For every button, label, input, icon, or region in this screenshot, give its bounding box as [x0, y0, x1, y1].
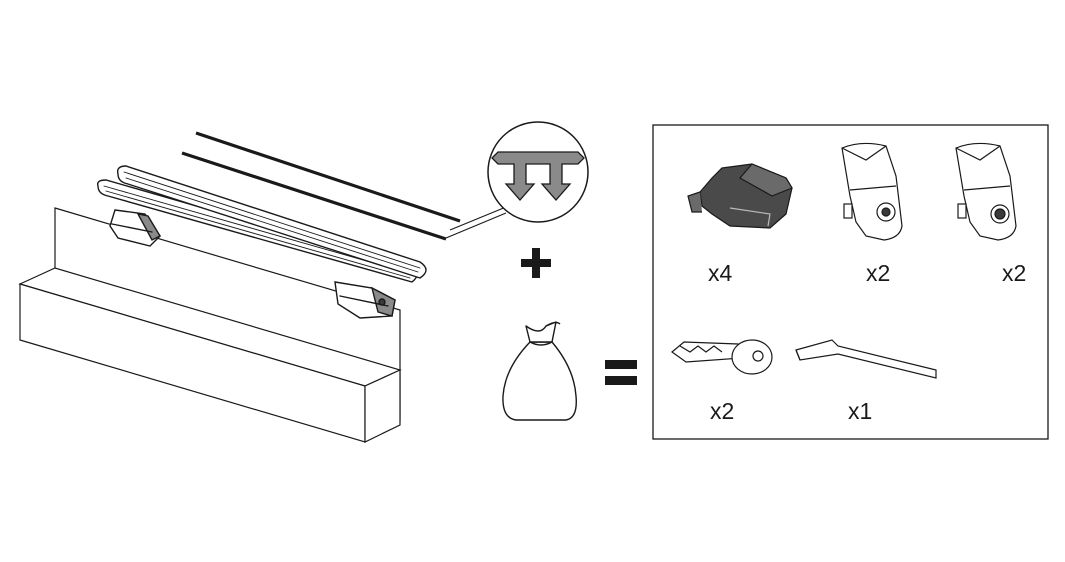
quantity-foot-cover: x4	[708, 260, 733, 286]
key-icon	[671, 339, 773, 375]
quantity-allen-key: x1	[848, 398, 872, 424]
quantity-lock-cap: x2	[1002, 260, 1026, 286]
foot-cover-icon	[687, 163, 793, 229]
rubber-strip-2	[181, 151, 447, 241]
equals-icon	[605, 360, 637, 385]
quantity-end-cap: x2	[866, 260, 890, 286]
rubber-strip-1	[195, 131, 461, 223]
rear-foot	[109, 209, 161, 247]
bag-icon	[502, 321, 577, 421]
end-cap-icon	[841, 142, 903, 241]
roof-bar-assembly	[96, 165, 427, 319]
quantity-key: x2	[710, 398, 734, 424]
plus-icon	[521, 248, 551, 278]
front-foot	[334, 281, 396, 319]
allen-key-icon	[795, 339, 937, 379]
rubber-strips	[181, 131, 461, 241]
roof-rail-block	[18, 207, 402, 443]
profile-callout	[445, 121, 589, 239]
roof-bar-2	[116, 165, 427, 279]
rubber-profile-icon	[491, 151, 585, 201]
lock-cap-icon	[955, 142, 1017, 241]
